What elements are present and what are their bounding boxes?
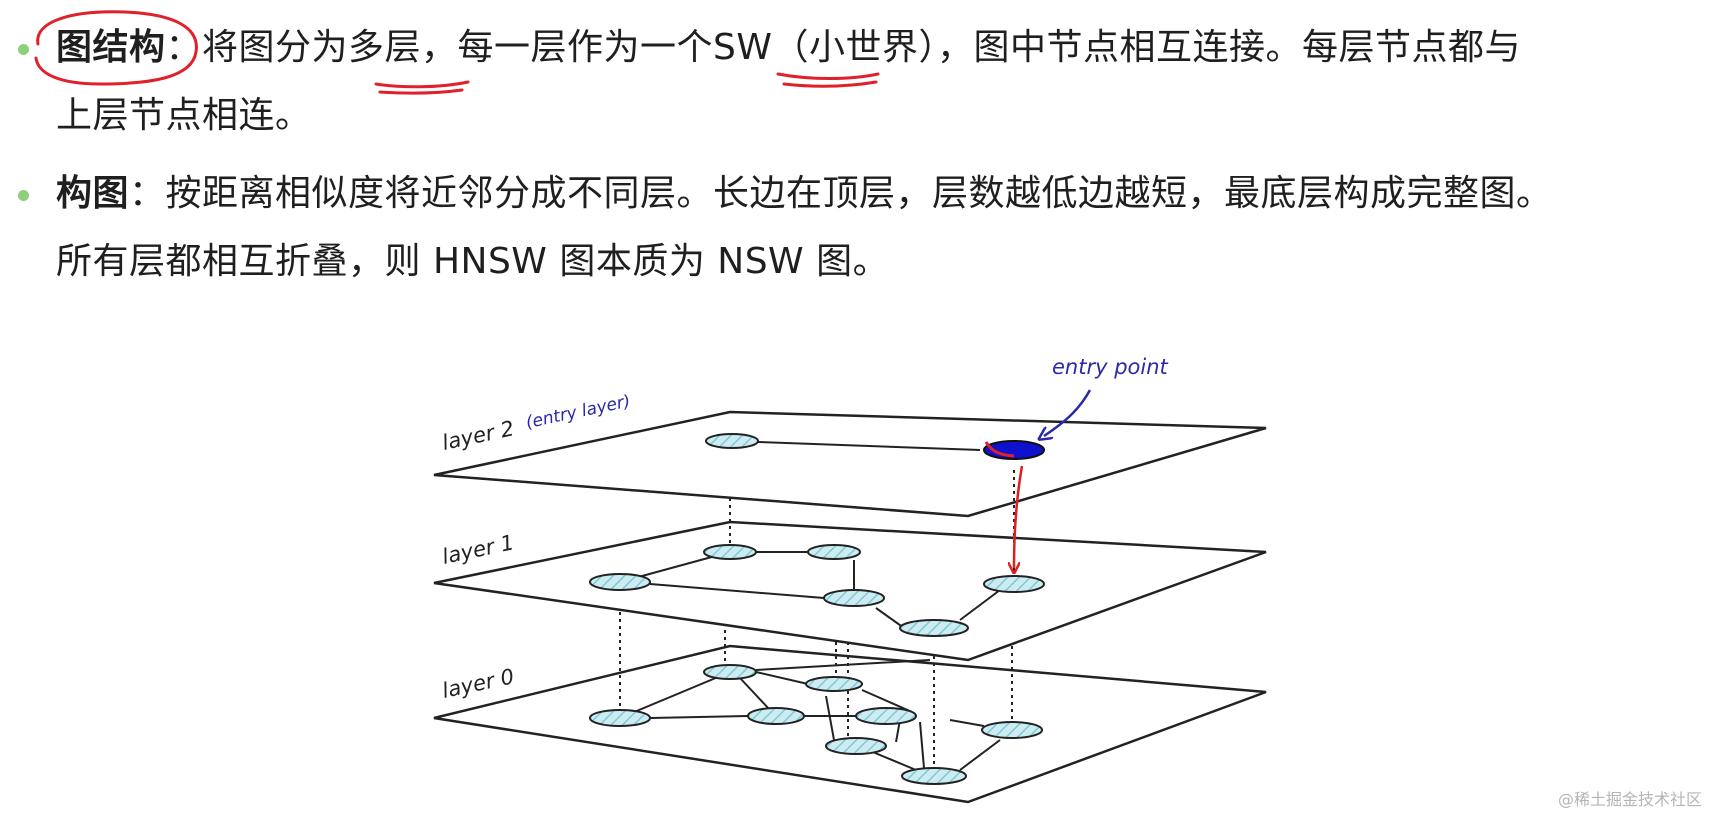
layer-1-node (823, 589, 885, 607)
entry-point-annotation-arrow (1044, 389, 1092, 436)
layer-0-label: layer 0 (440, 664, 516, 703)
layer-2-node (705, 433, 759, 449)
bullet-line-1: 构图：按距离相似度将近邻分成不同层。长边在顶层，层数越低边越短，最底层构成完整图… (56, 172, 1553, 216)
entry-layer-note: (entry layer) (524, 391, 632, 433)
layer-0-node (901, 767, 967, 785)
layer-0-node (805, 676, 863, 692)
layer-2-edge (757, 441, 981, 451)
highlight-underline-sw (776, 72, 880, 80)
bullet-text-continued: 所有层都相互折叠，则 HNSW 图本质为 NSW 图。 (56, 241, 890, 282)
bullet-line-1: 图结构：将图分为多层，每一层作为一个SW（小世界），图中节点相互连接。每层节点都… (56, 26, 1521, 70)
entry-point-red-marker (984, 441, 1015, 458)
layer-0-node (747, 707, 805, 725)
layer-0-plane (433, 644, 1267, 804)
layer-0-node (589, 709, 651, 727)
highlight-annotations (34, 10, 880, 95)
layer-0-node (855, 707, 917, 725)
bullet-dot (18, 190, 29, 201)
highlight-underline-multilayer (374, 80, 470, 89)
bullet-term: 图结构 (56, 27, 166, 68)
bullet-text: 按距离相似度将近邻分成不同层。长边在顶层，层数越低边越短，最底层构成完整图。 (165, 173, 1553, 214)
bullet-term: 构图 (56, 173, 130, 214)
layer-label: layer 2 (440, 416, 516, 455)
layer-1-node (589, 573, 651, 591)
layer-1-nodes (589, 544, 1045, 637)
watermark: @稀土掘金技术社区 (1557, 790, 1702, 809)
layer-1-node (983, 575, 1045, 593)
bullet-dot (18, 44, 29, 55)
layer-1-label: layer 1 (440, 530, 516, 569)
entry-point-label: entry point (1052, 355, 1169, 379)
bullet-text: 将图分为多层，每一层作为一个SW（小世界），图中节点相互连接。每层节点都与 (202, 27, 1521, 68)
bullet-line-2: 上层节点相连。 (56, 94, 312, 138)
highlight-circle (34, 10, 198, 86)
layer-0-node (825, 737, 887, 755)
highlight-underline-sw-2 (782, 80, 878, 88)
bullet-separator: ： (129, 173, 166, 214)
layer-0-node (703, 664, 757, 680)
layer-1-node (703, 544, 757, 560)
layer-1-node (899, 619, 969, 637)
layer-0-nodes (589, 664, 1043, 785)
inter-layer-connectors (619, 470, 1015, 778)
bullet-text-continued: 上层节点相连。 (56, 95, 312, 136)
bullet-line-2: 所有层都相互折叠，则 HNSW 图本质为 NSW 图。 (56, 240, 889, 284)
search-path-arrow (1014, 465, 1024, 568)
highlight-underline-multilayer-2 (378, 88, 464, 95)
layer-0-node (981, 721, 1043, 739)
layer-1-node (807, 544, 861, 560)
layer-2-plane (433, 410, 1267, 518)
